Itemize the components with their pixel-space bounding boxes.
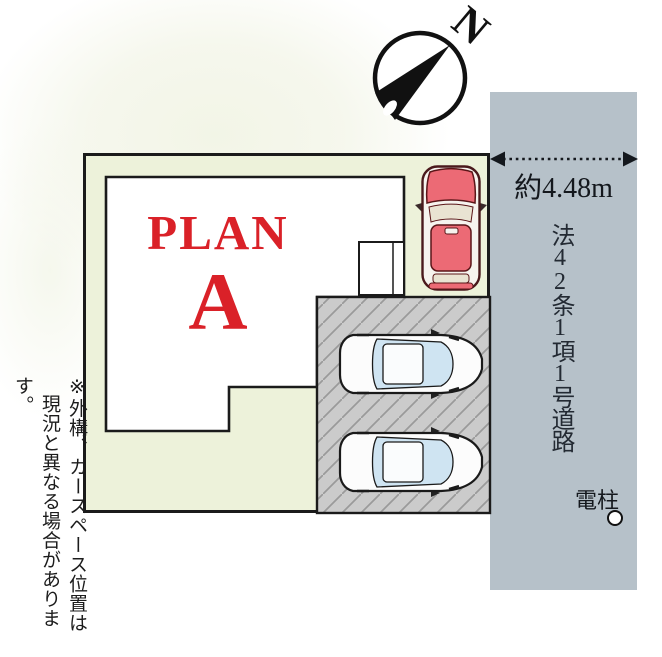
plan-label: PLAN A: [128, 208, 308, 343]
site-note-line-1: ※外構、カースペース位置は: [66, 376, 87, 633]
red-car-icon: [415, 165, 487, 291]
plan-variant: A: [188, 256, 248, 347]
plan-title: PLAN: [147, 205, 289, 260]
road-width-dimension-arrow: [490, 151, 638, 167]
white-car-icon-1: [338, 329, 484, 399]
road-width-label: 約4.48m: [514, 173, 613, 204]
utility-pole-icon: [607, 510, 623, 526]
road-name-label: 法42条1項1号道路: [547, 223, 573, 451]
road-area: [490, 92, 637, 590]
porch: [358, 241, 405, 296]
compass-icon: [372, 30, 468, 126]
site-note-line-2: 現況と異なる場合があります。: [12, 376, 60, 628]
utility-pole-label: 電柱: [575, 488, 620, 513]
site-note: ※外構、カースペース位置は 現況と異なる場合があります。: [9, 376, 90, 646]
white-car-icon-2: [338, 427, 484, 497]
